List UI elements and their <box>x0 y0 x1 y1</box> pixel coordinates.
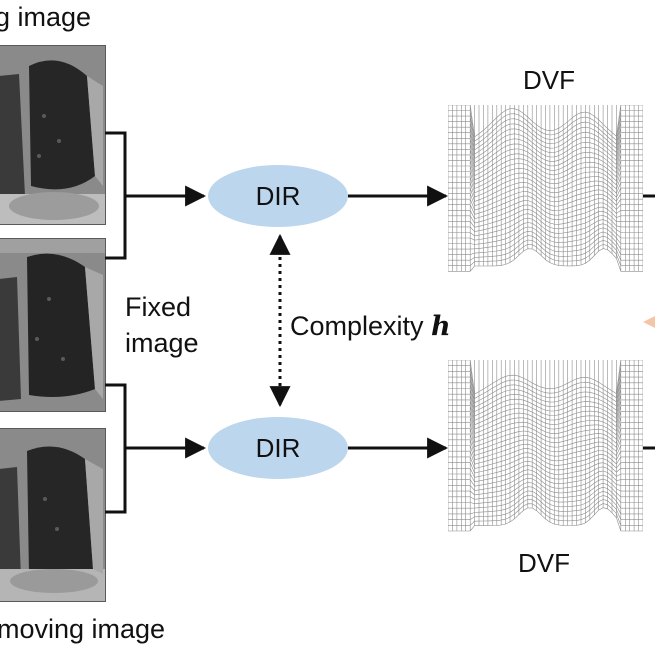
moving-image-caption: moving image <box>0 614 166 644</box>
dir-node-bottom: DIR <box>208 417 348 479</box>
complexity-caption: Complexity h <box>290 311 451 342</box>
complexity-text: Complexity <box>290 311 432 341</box>
complexity-symbol: h <box>431 311 451 342</box>
dvf-top-label: DVF <box>523 65 575 95</box>
ct-scan-bottom <box>0 428 106 602</box>
partial-orange-arrowhead <box>643 316 655 328</box>
ct-scan-middle-image <box>0 239 105 411</box>
ct-scan-top-image <box>0 46 105 224</box>
dvf-bottom-label: DVF <box>518 548 570 578</box>
dvf-grid-top-image <box>448 105 643 272</box>
dvf-grid-bottom-image <box>448 360 643 532</box>
top-image-caption: g image <box>0 2 92 32</box>
fixed-caption-line-2: image <box>125 328 199 358</box>
dvf-grid-bottom <box>448 360 643 540</box>
bracket-top <box>105 131 127 260</box>
bracket-bottom <box>105 383 127 514</box>
ct-scan-bottom-image <box>0 429 105 601</box>
dvf-grid-top <box>448 105 643 280</box>
ct-scan-middle <box>0 238 106 412</box>
fixed-caption-line-1: Fixed <box>125 292 192 322</box>
dir-node-top: DIR <box>208 165 348 227</box>
ct-scan-top <box>0 45 106 225</box>
fixed-image-caption: Fixed image <box>125 289 199 361</box>
